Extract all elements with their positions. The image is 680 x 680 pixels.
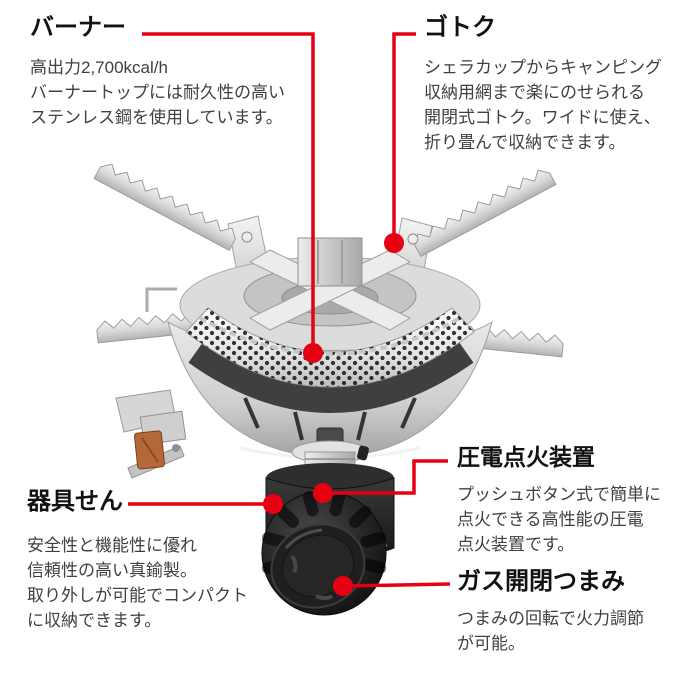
callout-gas-knob: ガス開閉つまみ つまみの回転で火力調節 が可能。 bbox=[457, 568, 644, 656]
leader-valve bbox=[128, 494, 283, 514]
callout-gotoku-line: 収納用網まで楽にのせられる bbox=[424, 82, 645, 102]
callout-gas-knob-title: ガス開閉つまみ bbox=[457, 568, 625, 595]
leader-lines bbox=[128, 32, 451, 596]
callout-gotoku-line: 折り畳んで収納できます。 bbox=[424, 132, 626, 152]
callout-burner-line: 高出力2,700kcal/h bbox=[30, 57, 168, 77]
burner-body bbox=[167, 237, 493, 460]
callout-appliance-valve: 器具せん 安全性と機能性に優れ 信頼性の高い真鍮製。 取り外しが可能でコンパクト… bbox=[27, 488, 248, 633]
callout-burner-title: バーナー bbox=[30, 14, 126, 41]
callout-piezo-igniter-title: 圧電点火装置 bbox=[457, 444, 595, 470]
arm-top-right bbox=[410, 165, 557, 257]
leader-piezo bbox=[313, 459, 448, 503]
folded-gotoku-center bbox=[297, 237, 363, 287]
burner-point-marker bbox=[303, 343, 323, 363]
callout-burner-line: ステンレス鋼を使用しています。 bbox=[30, 107, 283, 127]
callout-appliance-valve-title: 器具せん bbox=[27, 488, 123, 515]
valve-point-marker bbox=[263, 494, 283, 514]
callout-appliance-valve-line: に収納できます。 bbox=[27, 610, 162, 630]
leader-gotoku bbox=[384, 32, 416, 253]
callout-gas-knob-line: が可能。 bbox=[457, 633, 525, 653]
leader-gas-knob bbox=[333, 576, 451, 596]
callout-appliance-valve-line: 取り外しが可能でコンパクト bbox=[27, 585, 248, 605]
piezo-point-marker bbox=[313, 483, 333, 503]
callout-appliance-valve-line: 安全性と機能性に優れ bbox=[27, 535, 197, 555]
callout-piezo-igniter-line: 点火装置です。 bbox=[457, 534, 575, 554]
igniter-wire bbox=[145, 287, 177, 312]
callout-appliance-valve-line: 信頼性の高い真鍮製。 bbox=[27, 560, 197, 580]
callout-piezo-igniter-line: プッシュボタン式で簡単に bbox=[457, 484, 661, 504]
gotoku-point-marker bbox=[384, 233, 404, 253]
callout-gotoku-line: 開閉式ゴトク。ワイドに使え、 bbox=[424, 107, 661, 127]
callout-burner: バーナー 高出力2,700kcal/h バーナートップには耐久性の高い ステンレ… bbox=[30, 14, 285, 130]
leader-burner bbox=[142, 32, 323, 363]
callout-burner-line: バーナートップには耐久性の高い bbox=[30, 82, 285, 102]
arm-top-left bbox=[93, 159, 240, 251]
callout-gotoku: ゴトク シェラカップからキャンピング 収納用網まで楽にのせられる 開閉式ゴトク。… bbox=[424, 14, 662, 155]
gas-knob-point-marker bbox=[333, 576, 353, 596]
callout-piezo-igniter: 圧電点火装置 プッシュボタン式で簡単に 点火できる高性能の圧電 点火装置です。 bbox=[457, 444, 661, 557]
callout-gotoku-line: シェラカップからキャンピング bbox=[424, 57, 662, 77]
piezo-lever bbox=[115, 287, 187, 479]
callout-gotoku-title: ゴトク bbox=[424, 14, 496, 41]
flame-ring bbox=[199, 316, 461, 356]
callout-gas-knob-line: つまみの回転で火力調節 bbox=[457, 608, 644, 628]
callout-piezo-igniter-line: 点火できる高性能の圧電 bbox=[457, 509, 644, 529]
